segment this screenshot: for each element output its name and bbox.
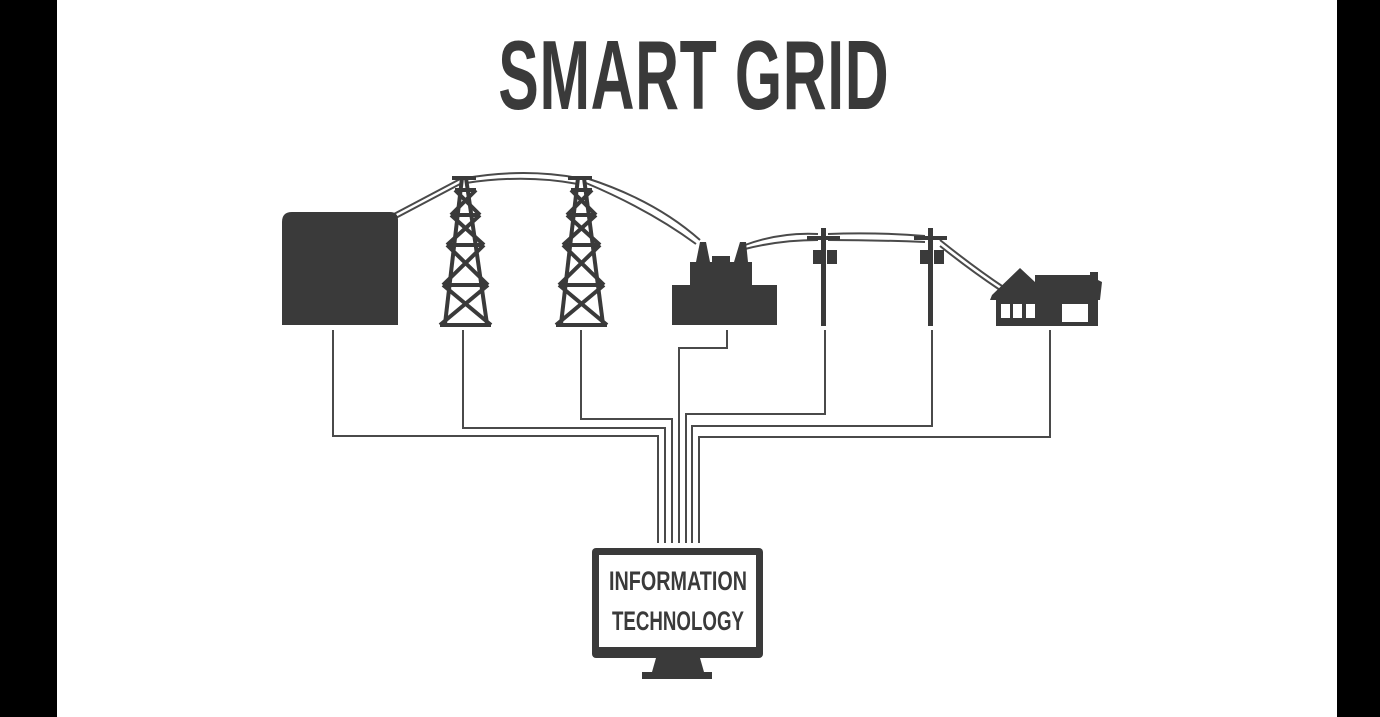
transmission-tower-icon	[554, 176, 609, 327]
transmission-tower-icon	[438, 176, 493, 327]
substation-transformer-icon	[672, 242, 777, 325]
data-lines	[332, 330, 1051, 543]
power-lines	[391, 172, 1006, 291]
utility-pole-icon	[914, 228, 947, 326]
letterbox-right	[1337, 0, 1380, 717]
utility-pole-icon	[807, 228, 840, 326]
it-label-line2: TECHNOLOGY	[612, 606, 744, 636]
power-plant-icon	[282, 212, 398, 325]
it-label-line1: INFORMATION	[609, 566, 747, 596]
house-icon	[990, 268, 1102, 326]
computer-monitor-icon	[592, 548, 763, 679]
letterbox-left	[0, 0, 57, 717]
diagram-title: SMART GRID	[498, 20, 890, 130]
